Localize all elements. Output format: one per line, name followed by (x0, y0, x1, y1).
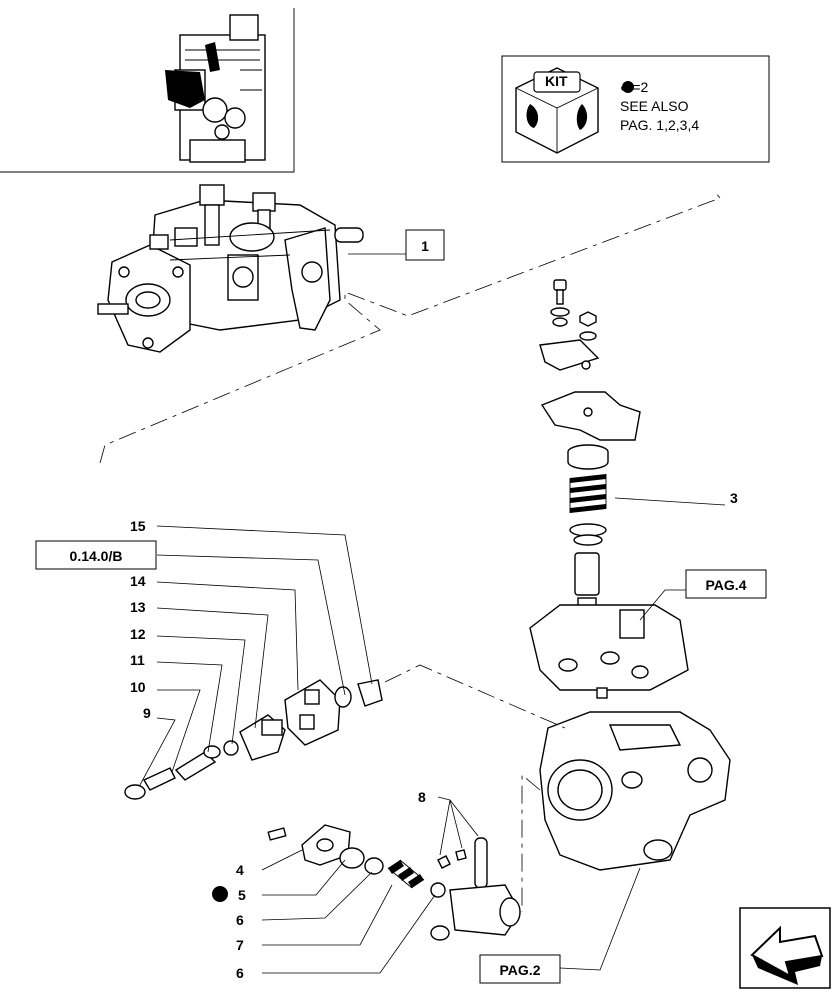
see-also-text: SEE ALSO (620, 98, 689, 114)
kit-box: KIT ● =2 SEE ALSO PAG. 1,2,3,4 (501, 55, 770, 163)
next-page-button[interactable] (739, 907, 831, 989)
callout-6a: 6 (236, 912, 244, 928)
kit-cube-icon (515, 67, 599, 154)
injection-pump-assembly (97, 184, 364, 353)
callout-7: 7 (236, 937, 244, 953)
callout-14: 14 (130, 573, 146, 589)
next-page-arrow-icon (750, 925, 824, 985)
callout-4: 4 (236, 862, 244, 878)
callout-13: 13 (130, 599, 146, 615)
ref-box-pag2[interactable]: PAG.2 (479, 954, 561, 984)
ref-box-pag2-label: PAG.2 (500, 962, 541, 978)
upper-right-components (529, 279, 689, 699)
spring-7 (387, 859, 425, 889)
see-also-pages: PAG. 1,2,3,4 (620, 117, 699, 133)
callout-9: 9 (143, 705, 151, 721)
callout-6b: 6 (236, 965, 244, 981)
callout-12: 12 (130, 626, 146, 642)
spring-3 (569, 474, 607, 513)
pump-housing (539, 711, 731, 871)
ref-box-0140B[interactable]: 0.14.0/B (35, 540, 157, 570)
callout-15: 15 (130, 518, 146, 534)
kit-dot-icon (212, 886, 228, 902)
engine-thumbnail (0, 8, 295, 173)
kit-label: KIT (545, 73, 568, 89)
ref-box-pag4[interactable]: PAG.4 (685, 569, 767, 599)
callout-8: 8 (418, 789, 426, 805)
ref-box-0140B-label: 0.14.0/B (70, 548, 123, 564)
lower-components (267, 824, 521, 941)
engine-thumbnail-icon (165, 14, 266, 163)
legend-text: ● =2 (620, 79, 649, 95)
ref-box-main-assembly-label: 1 (421, 238, 429, 254)
callout-5: 5 (238, 887, 246, 903)
leader-lines (99, 191, 726, 974)
ref-box-main-assembly[interactable]: 1 (405, 229, 445, 261)
ref-box-pag4-label: PAG.4 (706, 577, 747, 593)
callout-11: 11 (130, 652, 145, 668)
speed-lever-subassembly (124, 679, 383, 800)
legend-dot-icon (622, 81, 634, 93)
callout-10: 10 (130, 679, 146, 695)
callout-3: 3 (730, 490, 738, 506)
